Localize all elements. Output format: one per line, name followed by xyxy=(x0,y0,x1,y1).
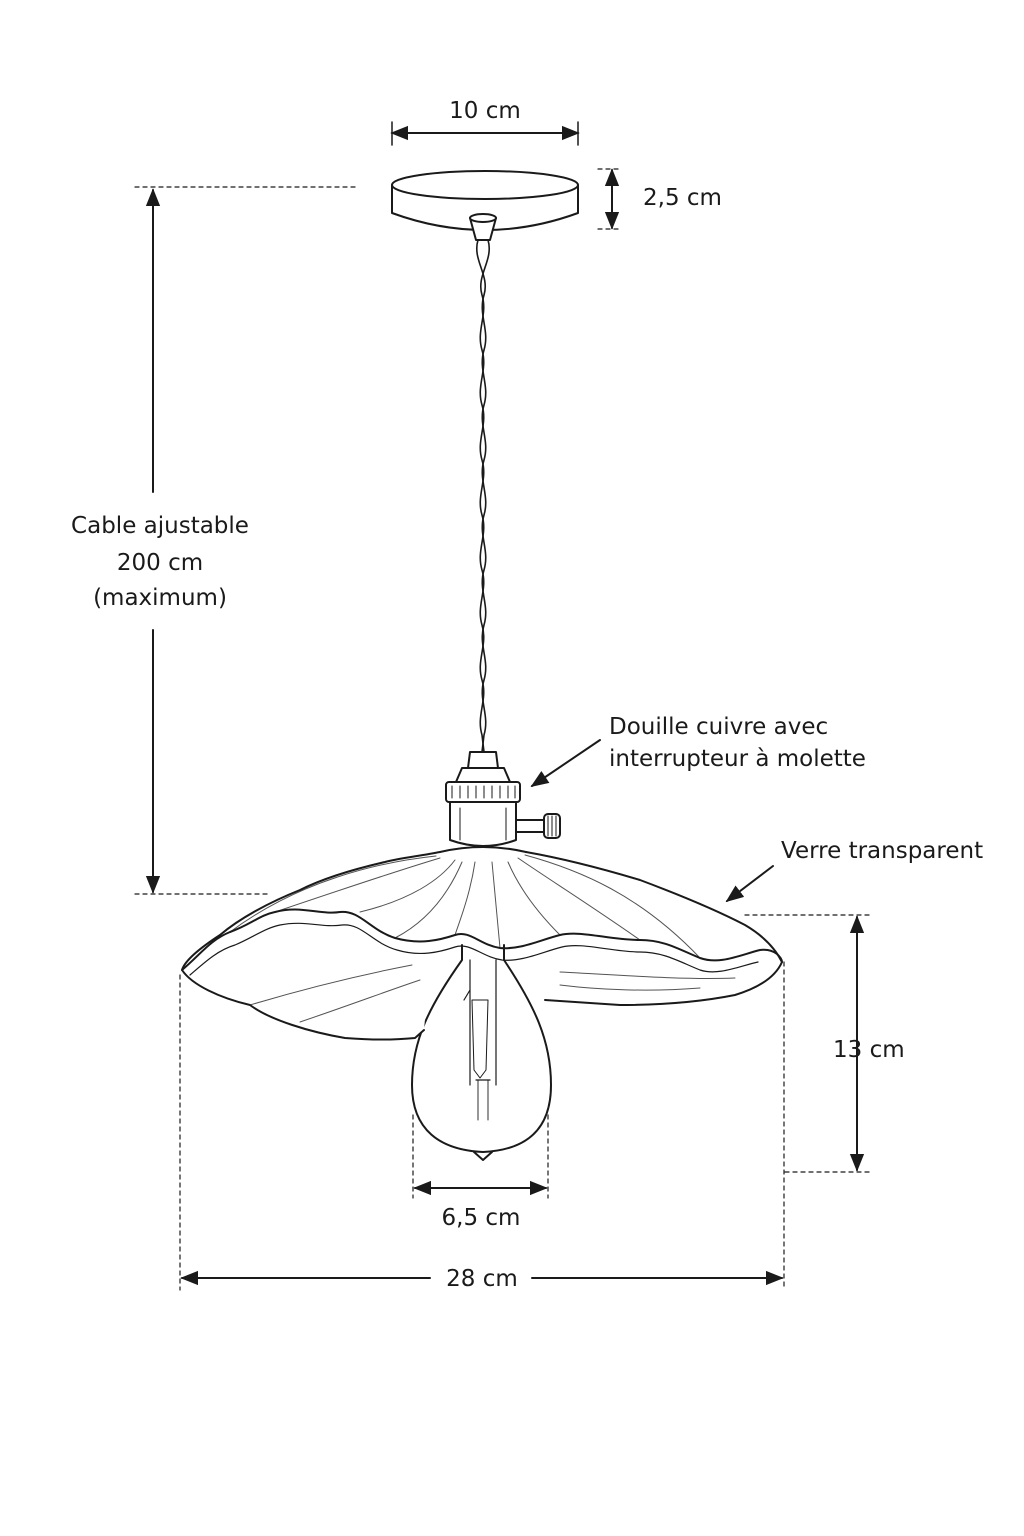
ceiling-canopy xyxy=(391,170,579,241)
bulb-width-label: 6,5 cm xyxy=(441,1205,521,1231)
socket-annotation-line1: Douille cuivre avec xyxy=(609,714,829,740)
socket-callout-arrow xyxy=(530,739,601,788)
canopy-height-label: 2,5 cm xyxy=(643,185,722,211)
canopy-width-label: 10 cm xyxy=(449,98,521,124)
edison-bulb xyxy=(411,944,552,1161)
cable-label-line1: Cable ajustable xyxy=(71,513,249,539)
cable-label-line2: 200 cm xyxy=(116,550,204,576)
cable-label-line3: (maximum) xyxy=(93,585,227,611)
glass-callout-arrow xyxy=(725,865,774,903)
dimension-arrows xyxy=(145,121,865,1286)
shade-height-label: 13 cm xyxy=(833,1037,905,1063)
socket-annotation-line2: interrupteur à molette xyxy=(609,746,866,772)
shade-width-label: 28 cm xyxy=(446,1266,518,1292)
glass-shade xyxy=(181,846,783,1041)
glass-annotation: Verre transparent xyxy=(781,838,984,864)
twisted-cable xyxy=(476,239,490,753)
copper-socket xyxy=(445,751,561,847)
